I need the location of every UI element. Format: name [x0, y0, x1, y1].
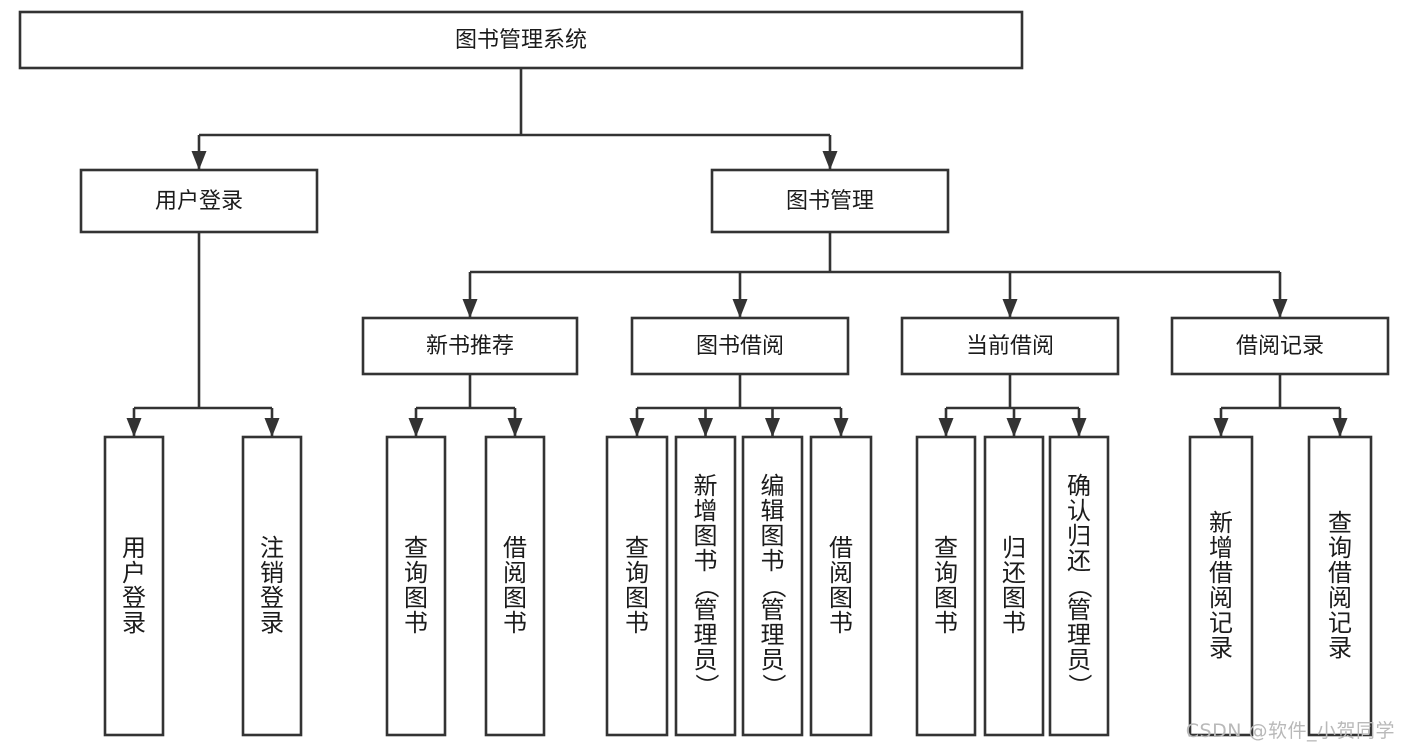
arrow-head-icon [938, 418, 954, 437]
node-box-l4-9[interactable] [915, 435, 977, 737]
arrow-head-icon [765, 418, 780, 437]
node-label-l3-4: 借阅记录 [1236, 334, 1324, 359]
node-box-l4-11[interactable] [1048, 435, 1110, 737]
node-box-l4-3[interactable] [385, 435, 447, 737]
node-box-l4-6[interactable] [674, 435, 737, 737]
arrow-head-icon [822, 151, 838, 170]
node-label-l3-1: 新书推荐 [426, 334, 514, 359]
node-label-l3-3: 当前借阅 [966, 334, 1054, 359]
node-box-l4-2[interactable] [241, 435, 303, 737]
node-label-l3-2: 图书借阅 [696, 334, 784, 359]
arrow-head-icon [698, 418, 713, 437]
node-box-l2-1[interactable] [79, 168, 319, 234]
connector-layer [126, 68, 1348, 437]
node-box-l4-7[interactable] [741, 435, 804, 737]
node-box-l3-1[interactable] [361, 316, 579, 376]
node-box-root[interactable] [18, 10, 1024, 70]
node-box-l3-3[interactable] [900, 316, 1120, 376]
arrow-head-icon [191, 151, 207, 170]
arrow-head-icon [1002, 299, 1018, 318]
node-box-l2-2[interactable] [710, 168, 950, 234]
arrow-head-icon [629, 418, 645, 437]
watermark: CSDN @软件_小贺同学 [1185, 720, 1395, 742]
node-box-l4-1[interactable] [103, 435, 165, 737]
arrow-head-icon [1213, 418, 1229, 437]
arrow-head-icon [462, 299, 478, 318]
arrow-head-icon [1071, 418, 1087, 437]
node-box-l4-5[interactable] [605, 435, 669, 737]
arrow-head-icon [1006, 418, 1022, 437]
arrow-head-icon [1332, 418, 1348, 437]
node-label-l2-2: 图书管理 [786, 189, 874, 214]
arrow-head-icon [264, 418, 280, 437]
arrow-head-icon [126, 418, 142, 437]
node-box-l4-13[interactable] [1307, 435, 1373, 737]
node-label-l2-1: 用户登录 [155, 189, 243, 214]
arrow-head-icon [408, 418, 424, 437]
arrow-head-icon [507, 418, 523, 437]
node-box-l4-10[interactable] [983, 435, 1045, 737]
node-box-l3-4[interactable] [1170, 316, 1390, 376]
node-box-l3-2[interactable] [630, 316, 850, 376]
node-box-l4-8[interactable] [809, 435, 873, 737]
arrow-head-icon [732, 299, 748, 318]
node-box-l4-4[interactable] [484, 435, 546, 737]
node-box-l4-12[interactable] [1188, 435, 1254, 737]
arrow-head-icon [1272, 299, 1288, 318]
arrow-head-icon [833, 418, 849, 437]
node-label-root: 图书管理系统 [455, 28, 587, 53]
